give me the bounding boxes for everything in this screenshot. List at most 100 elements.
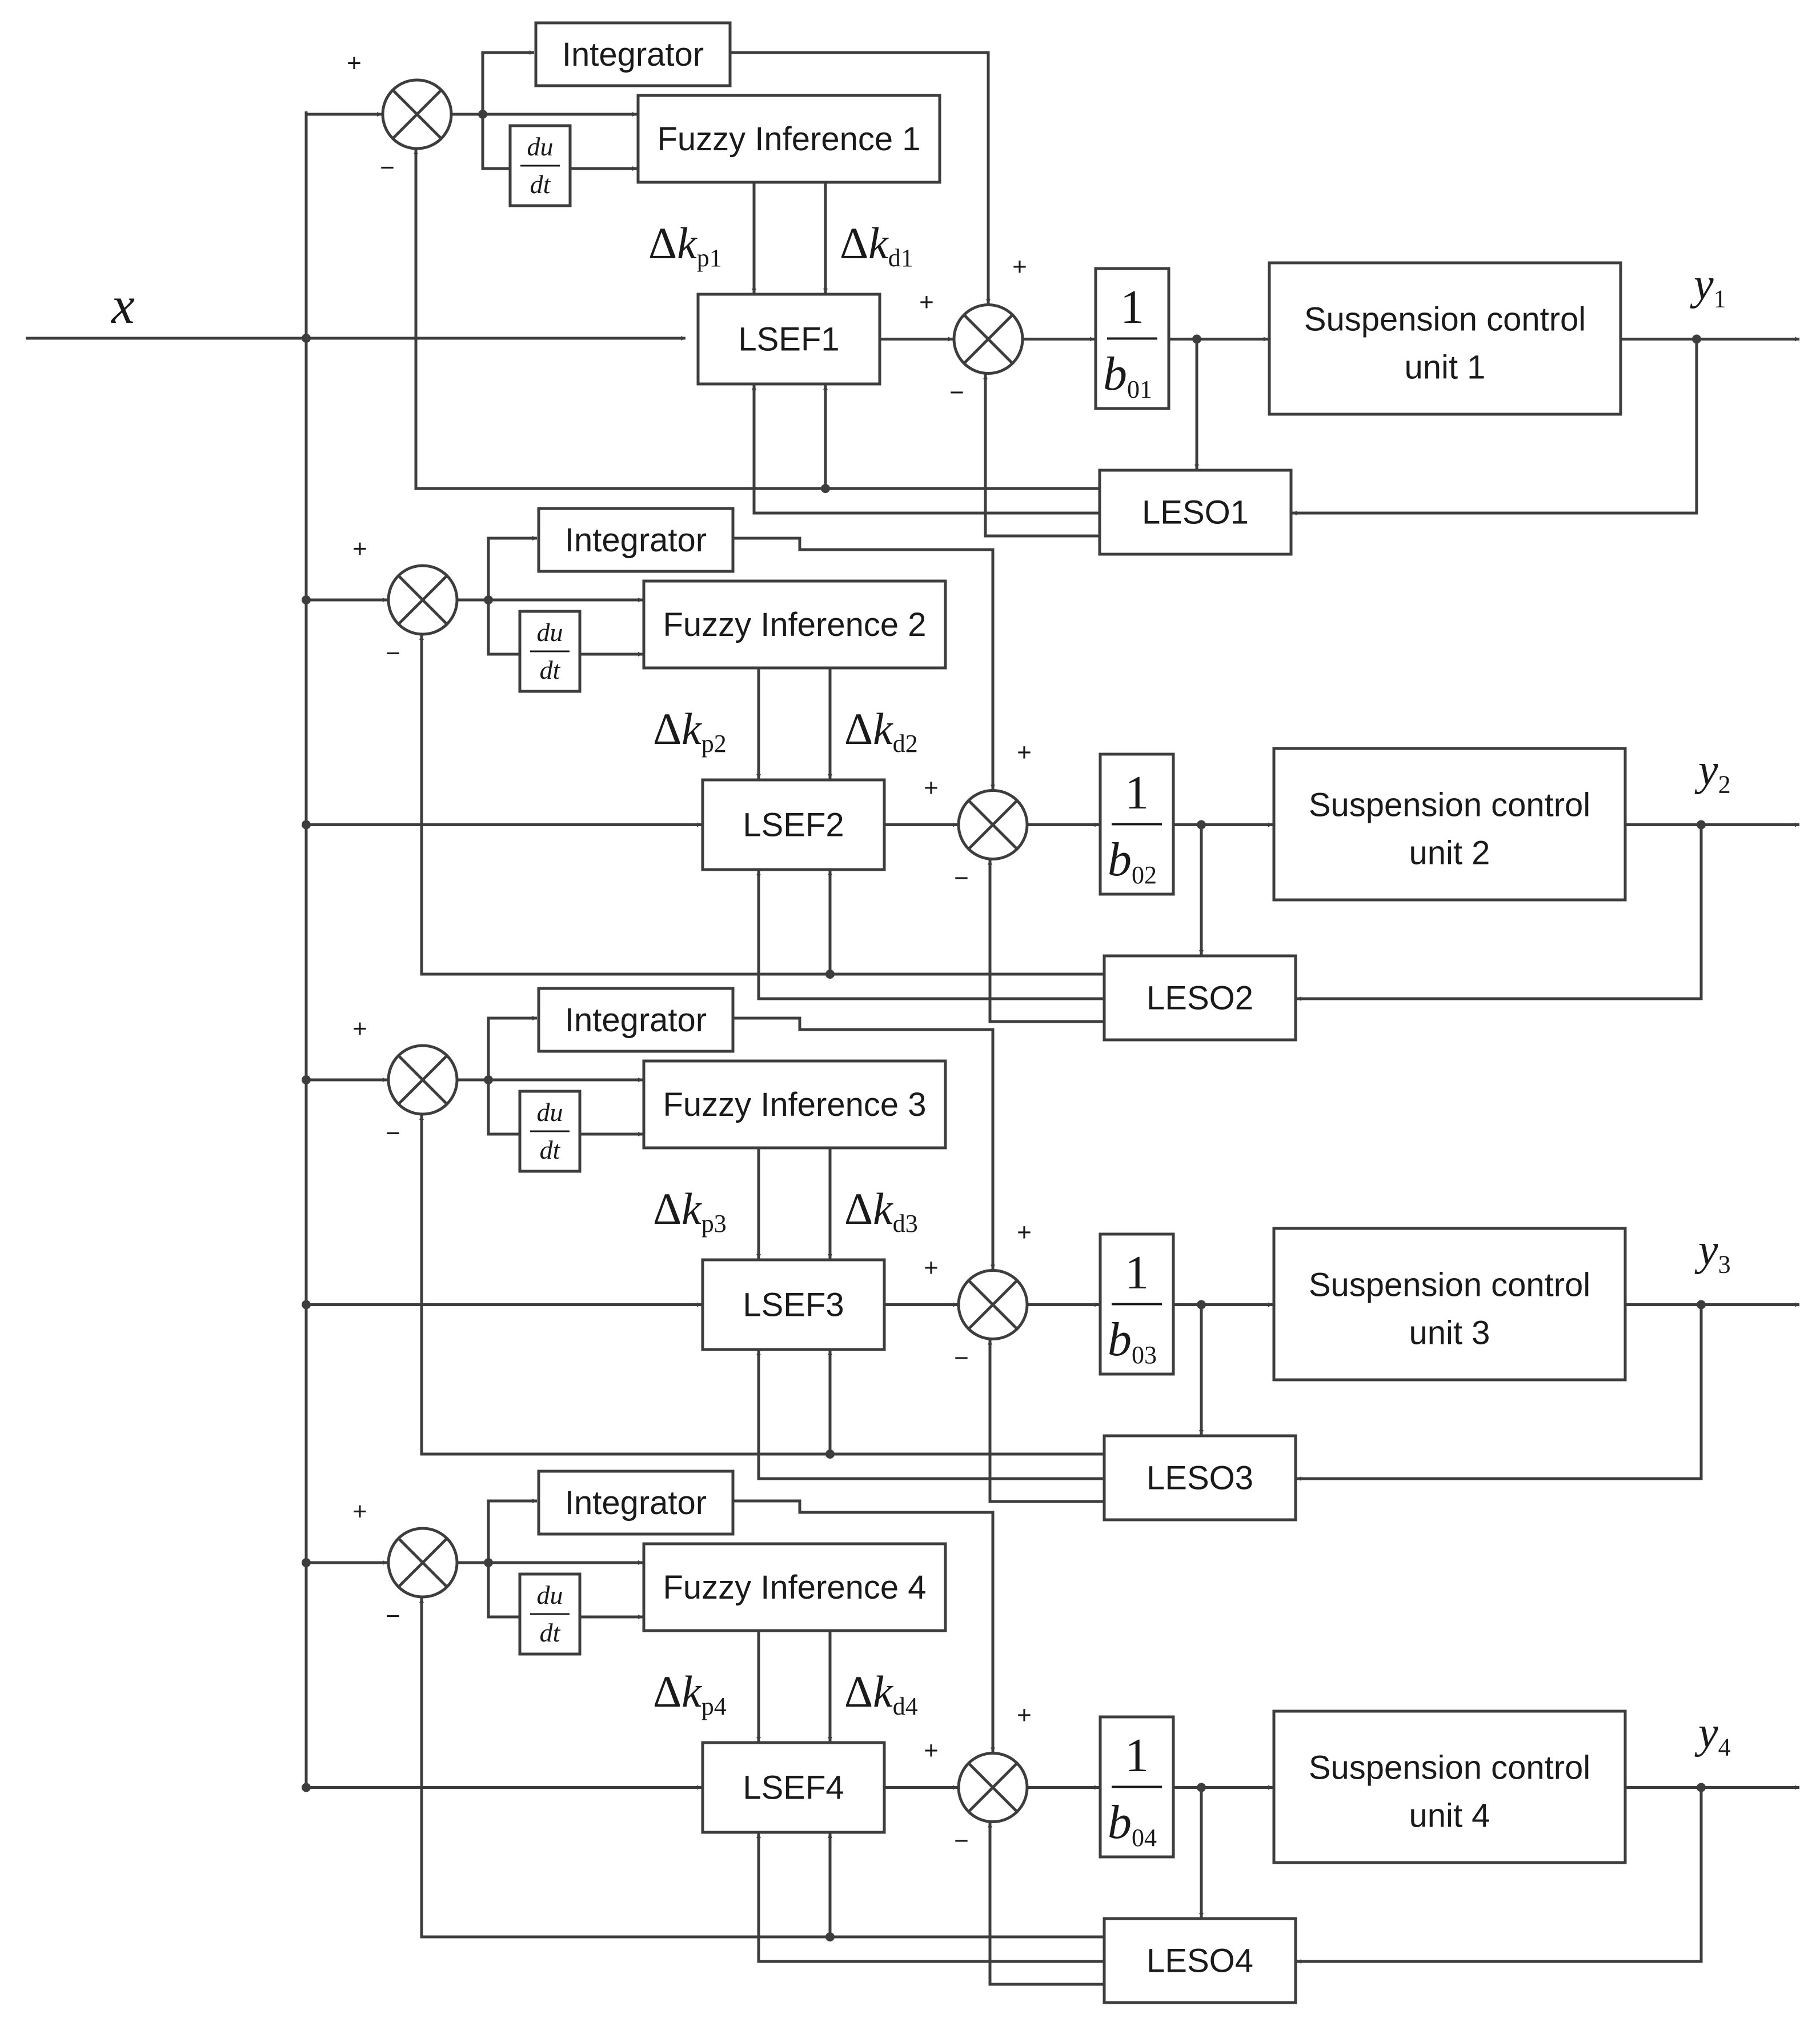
output-label: y3 [1694,1225,1731,1279]
integrator-block-label: Integrator [565,522,707,559]
delta-kp-label: Δkp1 [648,218,722,272]
output-to-leso [1297,1787,1703,1964]
leso-to-lsef-kp [752,385,1100,515]
integrator-block [537,507,735,573]
delta-kd-label: Δkd1 [840,218,913,272]
error-to-derivative [487,1080,520,1136]
suspension-control-unit [1268,261,1622,416]
suspension-control-unit [1272,747,1627,902]
output-to-leso [1292,339,1698,515]
integrator-to-summer [733,536,995,790]
control-summer-4 [957,1752,1029,1823]
integrator-block [537,1470,735,1536]
leso-to-error-summer [419,1598,1104,1939]
leso-block [1098,469,1293,556]
leso-to-lsef-kp [756,1833,1104,1963]
output-to-leso [1297,1304,1703,1481]
derivative-numerator: du [537,1580,563,1609]
output-to-leso [1297,824,1703,1001]
fuzzy-inference-block [636,94,941,184]
leso-to-control-summer [988,1340,1104,1503]
control-summer-top-plus-sign: + [1017,1701,1032,1729]
input-label: x [110,276,135,334]
control-summer-3 [957,1269,1029,1340]
lsef-block [701,778,886,871]
control-summer-minus-sign: − [949,379,964,407]
control-summer-2 [957,789,1029,860]
control-summer-1 [952,303,1024,375]
error-to-integrator [487,1016,537,1080]
gain-numerator: 1 [1125,766,1149,819]
suspension-control-unit-label-line2: unit 2 [1409,835,1490,872]
error-to-derivative [487,1563,520,1619]
error-to-integrator [481,50,534,114]
leso-block-label: LESO3 [1146,1460,1253,1497]
delta-kd-label: Δkd4 [844,1667,918,1720]
lsef-block [701,1258,886,1351]
bus-junction [302,334,311,343]
input-signal: x [26,276,685,341]
control-summer-minus-sign: − [954,1827,969,1855]
control-summer-minus-sign: − [954,864,969,892]
delta-kp-label: Δkp3 [653,1184,727,1238]
derivative-denominator: dt [540,1135,561,1164]
leso-to-control-summer [988,860,1104,1023]
leso-block [1103,954,1297,1042]
leso-to-lsef-kp [756,1351,1104,1480]
derivative-numerator: du [527,132,554,161]
integrator-block-label: Integrator [565,1484,707,1521]
gain-numerator: 1 [1125,1729,1149,1782]
control-summer-plus-sign: + [924,1254,939,1282]
leso-to-error-summer [419,1115,1104,1456]
integrator-block-label: Integrator [562,36,704,73]
delta-kp-label: Δkp4 [653,1667,727,1720]
gain-denominator: b04 [1108,1796,1157,1852]
lsef-block-label: LSEF4 [743,1769,844,1807]
gain-denominator: b03 [1108,1313,1157,1369]
fuzzy-inference-block [642,1059,947,1150]
control-summer-plus-sign: + [924,774,939,802]
derivative-numerator: du [537,1098,563,1127]
error-summer-4 [387,1527,459,1599]
error-summer-plus-sign: + [347,49,362,77]
leso-to-control-summer [988,1823,1104,1986]
delta-kp-label: Δkp2 [653,704,727,758]
lsef-block [701,1741,886,1834]
suspension-control-unit-label-line2: unit 3 [1409,1315,1490,1352]
error-summer-3 [387,1044,459,1116]
leso-to-control-summer [983,374,1100,538]
leso-block [1103,1434,1297,1521]
error-summer-1 [381,78,453,150]
control-summer-minus-sign: − [954,1344,969,1372]
fuzzy-inference-block-label: Fuzzy Inference 1 [658,121,921,158]
fuzzy-inference-block [642,579,947,670]
error-summer-minus-sign: − [386,1119,400,1147]
lsef-block [696,293,881,386]
suspension-control-unit [1272,1709,1627,1864]
control-summer-plus-sign: + [924,1737,939,1765]
fuzzy-inference-block-label: Fuzzy Inference 4 [663,1569,927,1606]
control-summer-top-plus-sign: + [1017,739,1032,767]
delta-kd-label: Δkd2 [844,704,918,758]
integrator-block [534,21,732,87]
delta-kd-label: Δkd3 [844,1184,918,1238]
suspension-control-unit-label-line2: unit 4 [1409,1797,1490,1835]
leso-block [1103,1917,1297,2004]
leso-to-error-summer [419,635,1104,976]
error-summer-minus-sign: − [386,639,400,667]
error-to-derivative [481,114,510,170]
integrator-block-label: Integrator [565,1002,707,1039]
error-summer-plus-sign: + [352,1015,367,1043]
derivative-numerator: du [537,618,563,647]
gain-numerator: 1 [1120,281,1144,334]
leso-to-lsef-kp [756,871,1104,1000]
error-summer-plus-sign: + [352,1498,367,1525]
leso-block-label: LESO4 [1146,1943,1253,1980]
